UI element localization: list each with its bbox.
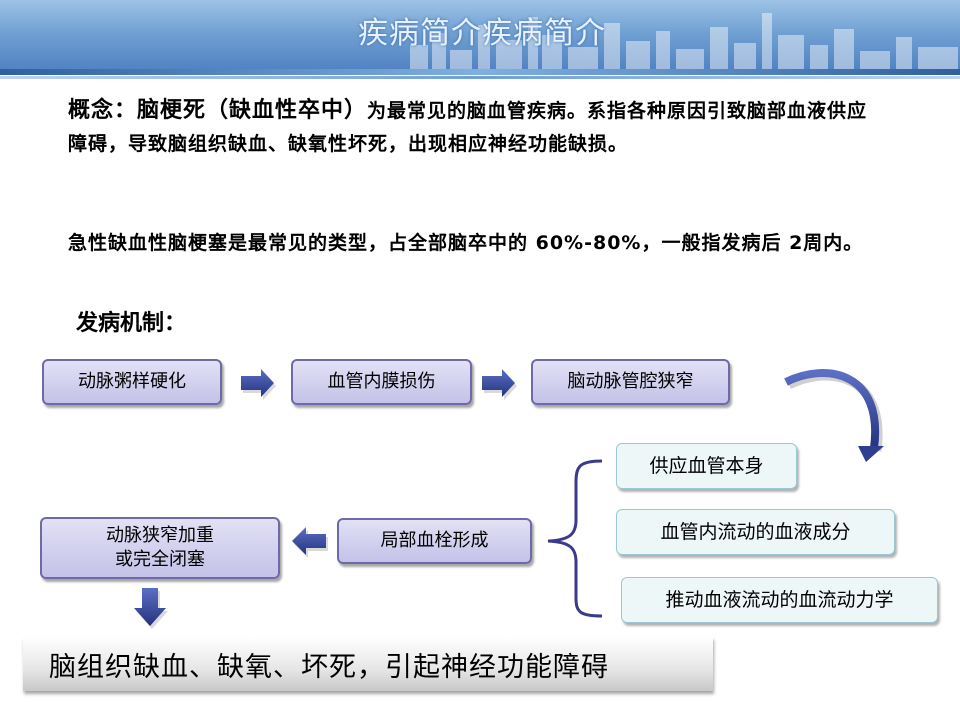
factor-hemodynamics: 推动血液流动的血流动力学 xyxy=(621,577,938,623)
occlusion-line-2: 或完全闭塞 xyxy=(115,549,205,570)
curved-arrow-icon xyxy=(784,369,884,462)
banner-stripe xyxy=(0,69,960,75)
flow-step-thrombosis: 局部血栓形成 xyxy=(337,518,532,564)
header-title: 疾病简介疾病简介 xyxy=(358,16,606,51)
arrow-right-icon xyxy=(241,369,276,400)
factor-vessel: 供应血管本身 xyxy=(616,443,797,489)
arrow-right-icon xyxy=(482,369,517,400)
concept-text: 为最常见的脑血管疾病。系指各种原因引致脑部血液供应障碍，导致脑组织缺血、缺氧性坏… xyxy=(68,100,868,155)
brace-icon xyxy=(547,459,603,618)
header-underline xyxy=(0,76,960,79)
occlusion-line-1: 动脉狭窄加重 xyxy=(106,525,214,546)
result-banner: 脑组织缺血、缺氧、坏死，引起神经功能障碍 xyxy=(23,637,713,691)
flow-step-intima-injury: 血管内膜损伤 xyxy=(291,359,472,405)
flow-step-lumen-stenosis: 脑动脉管腔狭窄 xyxy=(531,359,730,405)
flow-step-occlusion: 动脉狭窄加重 或完全闭塞 xyxy=(40,517,280,579)
arrow-left-icon xyxy=(292,527,328,558)
type-paragraph: 急性缺血性脑梗塞是最常见的类型，占全部脑卒中的 60%-80%，一般指发病后 2… xyxy=(68,232,864,254)
concept-paragraph: 概念：脑梗死（缺血性卒中）为最常见的脑血管疾病。系指各种原因引致脑部血液供应障碍… xyxy=(68,94,868,161)
concept-lead: 概念：脑梗死（缺血性卒中） xyxy=(68,98,368,123)
arrow-down-icon xyxy=(134,588,168,629)
factor-blood-components: 血管内流动的血液成分 xyxy=(616,509,895,555)
header-banner: 疾病简介疾病简介 xyxy=(0,0,960,75)
flow-step-atherosclerosis: 动脉粥样硬化 xyxy=(42,359,222,405)
mechanism-title: 发病机制： xyxy=(76,311,187,336)
